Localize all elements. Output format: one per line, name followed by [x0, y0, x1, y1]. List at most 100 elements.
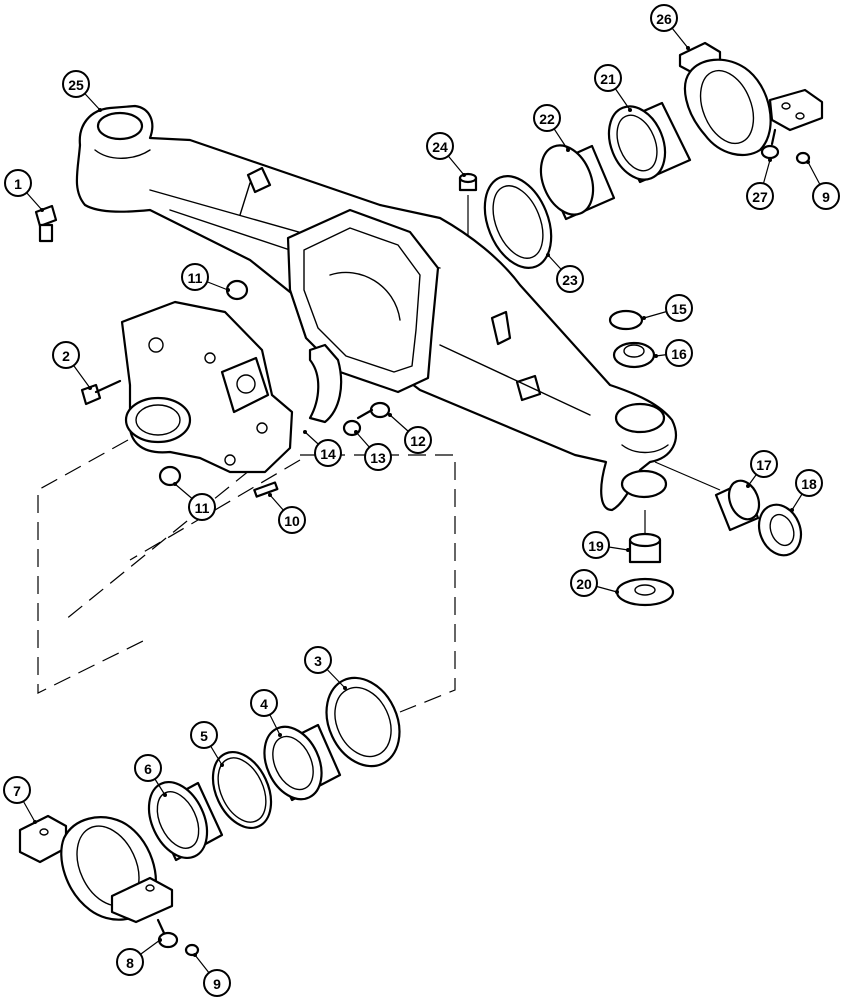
callout-label: 21 [600, 71, 616, 87]
housing-tab-stem [239, 182, 251, 216]
housing-yoke-inner [621, 444, 669, 454]
callout-22: 22 [533, 104, 561, 132]
bush-19-top [628, 532, 662, 548]
housing-tab-right [490, 310, 512, 346]
seal-23-outer [483, 174, 553, 270]
callout-circle [62, 70, 90, 98]
callout-label: 14 [320, 446, 336, 462]
swivel-pad [220, 356, 270, 414]
part-washer-15 [608, 309, 644, 331]
callout-17: 17 [750, 450, 778, 478]
callout-circle [426, 132, 454, 160]
callout-8: 8 [116, 948, 144, 976]
part-bolt-12 [356, 401, 391, 420]
washer-20-inner [634, 584, 656, 596]
callout-arrowhead-15 [642, 316, 646, 320]
bush-21-bore [616, 114, 658, 172]
callout-label: 7 [13, 783, 21, 799]
callout-circle [3, 776, 31, 804]
flange-inner-edge [303, 227, 421, 373]
bolt-12-head [369, 401, 391, 419]
cap-26-lug-bottom [768, 88, 824, 132]
callout-arrowhead-12 [388, 413, 392, 417]
callout-label: 4 [260, 696, 268, 712]
callout-label: 22 [539, 111, 555, 127]
housing-lower-rib [439, 344, 591, 416]
callout-arrowhead-10 [268, 493, 272, 497]
bush-17-end [727, 479, 761, 521]
housing-right-bore [614, 402, 666, 434]
callout-11: 11 [181, 263, 209, 291]
part-bush-11-lower [158, 465, 182, 487]
cap-26-hole-2 [795, 112, 805, 120]
callout-13: 13 [364, 443, 392, 471]
callout-label: 10 [284, 513, 300, 529]
cap-26-bore [699, 69, 755, 145]
axle-housing [75, 104, 677, 512]
callout-11: 11 [188, 493, 216, 521]
callout-circle [665, 294, 693, 322]
callout-arrowhead-5 [220, 763, 224, 767]
bush-4-bore [272, 735, 314, 791]
callout-circle [665, 339, 693, 367]
part-oring-5 [211, 751, 273, 829]
swivel-stud-hole-4 [224, 454, 236, 466]
callout-24: 24 [426, 132, 454, 160]
callout-circle [4, 169, 32, 197]
bolt-27-head [760, 144, 780, 160]
callout-circle [364, 443, 392, 471]
differential-flange [286, 208, 440, 394]
part-bush-22 [539, 144, 616, 221]
cap-7-lug-bottom [110, 876, 174, 924]
seal-3-inner [334, 686, 392, 758]
callout-arrowhead-8 [158, 938, 162, 942]
callout-label: 13 [370, 450, 386, 466]
bolt-12-shank [356, 408, 374, 420]
callout-label: 12 [410, 433, 426, 449]
callout-circle [812, 182, 840, 210]
swivel-stud-hole-3 [256, 422, 268, 434]
part-pin-10 [253, 481, 279, 498]
callout-9: 9 [812, 182, 840, 210]
callout-label: 5 [200, 728, 208, 744]
callout-circle [650, 4, 678, 32]
callout-circle [746, 182, 774, 210]
callout-label: 9 [822, 189, 830, 205]
callout-circle [188, 493, 216, 521]
callout-circle [404, 426, 432, 454]
part-bush-17 [714, 479, 761, 532]
callout-arrowhead-24 [462, 173, 466, 177]
callout-arrowhead-13 [354, 430, 358, 434]
callout-circle [582, 531, 610, 559]
oring-5-inner [217, 757, 267, 823]
callout-9: 9 [203, 969, 231, 997]
callout-5: 5 [190, 721, 218, 749]
callout-arrowhead-6 [163, 793, 167, 797]
guide-diag-1 [64, 469, 251, 621]
callout-21: 21 [594, 64, 622, 92]
callout-label: 15 [671, 301, 687, 317]
part-cap-7 [18, 814, 174, 924]
callout-label: 1 [14, 176, 22, 192]
part-plug-16 [612, 341, 656, 369]
callout-circle [134, 754, 162, 782]
callout-arrowhead-2 [88, 386, 92, 390]
cap-7-hole-1 [39, 828, 49, 836]
cap-7-hole-2 [145, 884, 155, 892]
breather-hex [34, 204, 58, 228]
callout-arrowhead-25 [98, 108, 102, 112]
callout-label: 11 [195, 500, 210, 516]
callout-label: 9 [213, 976, 221, 992]
callout-arrowhead-17 [746, 484, 750, 488]
callouts: 1234567899101111121314151617181920212223… [3, 4, 840, 997]
callout-arrowhead-18 [790, 508, 794, 512]
callout-circle [52, 341, 80, 369]
callout-circle [181, 263, 209, 291]
callout-arrowhead-23 [546, 253, 550, 257]
part-bush-6 [147, 781, 224, 862]
callout-label: 26 [656, 11, 672, 27]
bush-6-bore [156, 791, 200, 849]
callout-label: 19 [588, 538, 604, 554]
